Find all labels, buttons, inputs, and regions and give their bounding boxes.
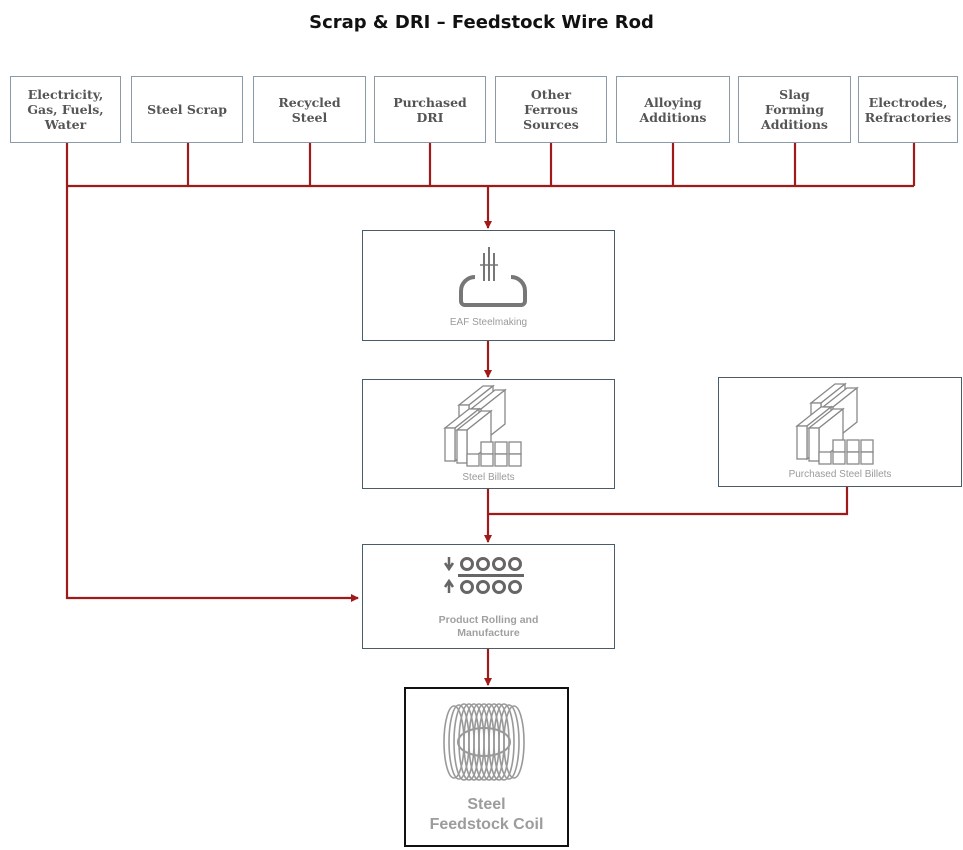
eaf-steelmaking-box: EAF Steelmaking xyxy=(362,230,615,341)
eaf-steelmaking-label: EAF Steelmaking xyxy=(449,317,528,328)
steel-billets-label: Steel Billets xyxy=(462,472,515,483)
arrow-energy-to-rolling xyxy=(65,186,359,602)
steel-feedstock-coil-label: Steel Feedstock Coil xyxy=(429,796,544,833)
steel-billets-icon xyxy=(795,382,874,465)
input-slag-forming-additions: Slag Forming Additions xyxy=(738,76,851,143)
purchased-steel-billets-box: Purchased Steel Billets xyxy=(718,377,962,487)
input-steel-scrap: Steel Scrap xyxy=(131,76,243,143)
product-rolling-box: Product Rolling and Manufacture xyxy=(362,544,615,649)
input-electricity-gas-fuels-water: Electricity, Gas, Fuels, Water xyxy=(10,76,121,143)
input-recycled-steel: Recycled Steel xyxy=(253,76,366,143)
diagram-title: Scrap & DRI – Feedstock Wire Rod xyxy=(309,12,654,33)
steel-billets-icon xyxy=(443,384,522,467)
purchased-steel-billets-label: Purchased Steel Billets xyxy=(788,469,892,480)
eaf-furnace-icon xyxy=(459,247,527,307)
input-purchased-dri: Purchased DRI xyxy=(374,76,486,143)
rolling-mill-icon xyxy=(443,557,524,594)
input-electrodes-refractories: Electrodes, Refractories xyxy=(858,76,958,143)
wire-coil-icon xyxy=(443,703,525,781)
steel-billets-box: Steel Billets xyxy=(362,379,615,489)
product-rolling-label: Product Rolling and Manufacture xyxy=(438,614,539,639)
input-other-ferrous-sources: Other Ferrous Sources xyxy=(495,76,607,143)
steel-feedstock-coil-box: Steel Feedstock Coil xyxy=(404,687,569,847)
input-alloying-additions: Alloying Additions xyxy=(616,76,730,143)
